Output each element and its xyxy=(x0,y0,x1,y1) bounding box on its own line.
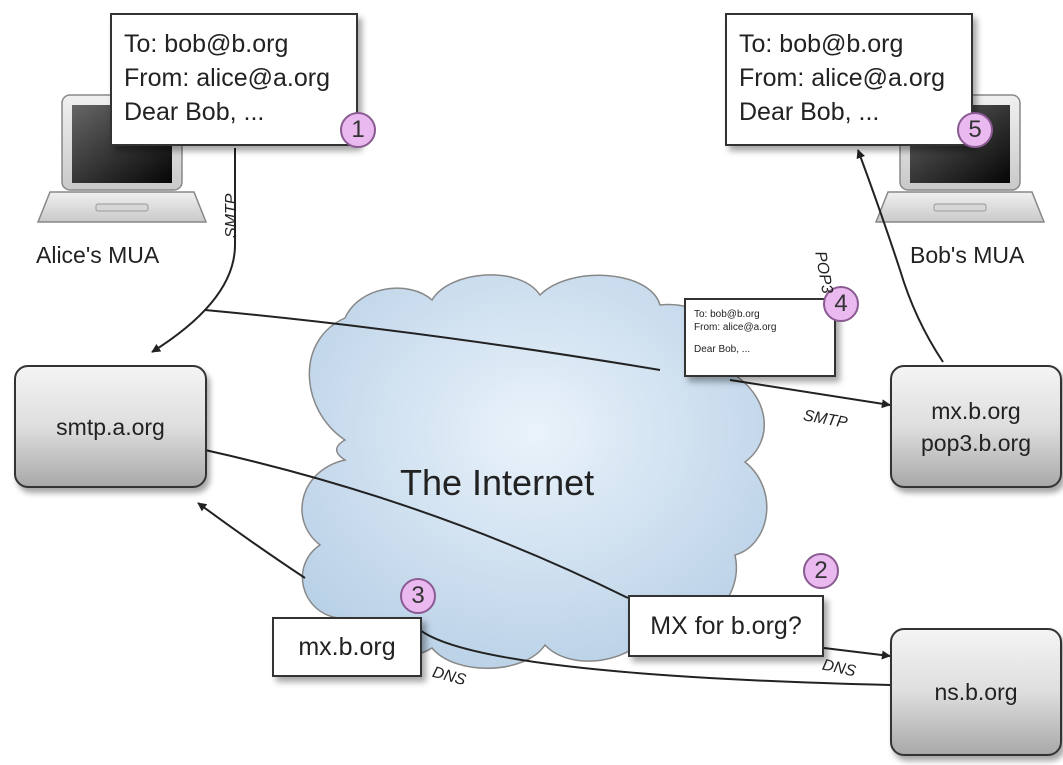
dns-answer-line xyxy=(419,629,891,686)
message-body: Dear Bob, ... xyxy=(694,344,751,355)
message-body: Dear Bob, ... xyxy=(124,98,265,126)
message-to: To: bob@b.org xyxy=(124,30,289,58)
step-1-badge: 1 xyxy=(340,112,376,148)
pop3-arrow xyxy=(856,149,944,363)
relay-email-message: To: bob@b.org From: alice@a.org Dear Bob… xyxy=(684,298,836,377)
bob-mua-label: Bob's MUA xyxy=(910,242,1025,268)
smtp-submit-arrow xyxy=(151,148,236,353)
step-2-badge: 2 xyxy=(803,553,839,589)
mx-b-server: mx.b.org pop3.b.org xyxy=(890,365,1062,488)
smtp-a-server: smtp.a.org xyxy=(14,365,207,488)
dns-query-line xyxy=(204,449,629,599)
message-from: From: alice@a.org xyxy=(694,322,777,333)
step-3-badge: 3 xyxy=(400,578,436,614)
message-from: From: alice@a.org xyxy=(739,64,945,92)
smtp-relay-line xyxy=(204,309,661,371)
message-from: From: alice@a.org xyxy=(124,64,330,92)
dns-answer-arrow xyxy=(197,502,306,579)
internet-cloud xyxy=(301,274,768,669)
step-5-badge: 5 xyxy=(957,112,993,148)
message-body: Dear Bob, ... xyxy=(739,98,880,126)
smtp-relay-arrow xyxy=(729,379,891,409)
internet-label: The Internet xyxy=(400,462,595,503)
mx-answer-box: mx.b.org xyxy=(272,617,422,677)
ns-b-label: ns.b.org xyxy=(934,679,1018,705)
alice-email-message: To: bob@b.org From: alice@a.org Dear Bob… xyxy=(110,13,358,146)
smtp-a-label: smtp.a.org xyxy=(56,413,165,440)
ns-b-server: ns.b.org xyxy=(890,628,1062,756)
mx-b-label: mx.b.org xyxy=(931,397,1021,424)
step-4-badge: 4 xyxy=(823,286,859,322)
mx-query-box: MX for b.org? xyxy=(628,595,824,657)
pop3-b-label: pop3.b.org xyxy=(921,429,1031,456)
smtp-label-1: SMTP xyxy=(223,193,240,238)
message-to: To: bob@b.org xyxy=(694,309,760,320)
dns-query-arrow xyxy=(823,647,891,660)
bob-email-message: To: bob@b.org From: alice@a.org Dear Bob… xyxy=(725,13,973,146)
alice-mua-label: Alice's MUA xyxy=(36,242,160,268)
message-to: To: bob@b.org xyxy=(739,30,904,58)
